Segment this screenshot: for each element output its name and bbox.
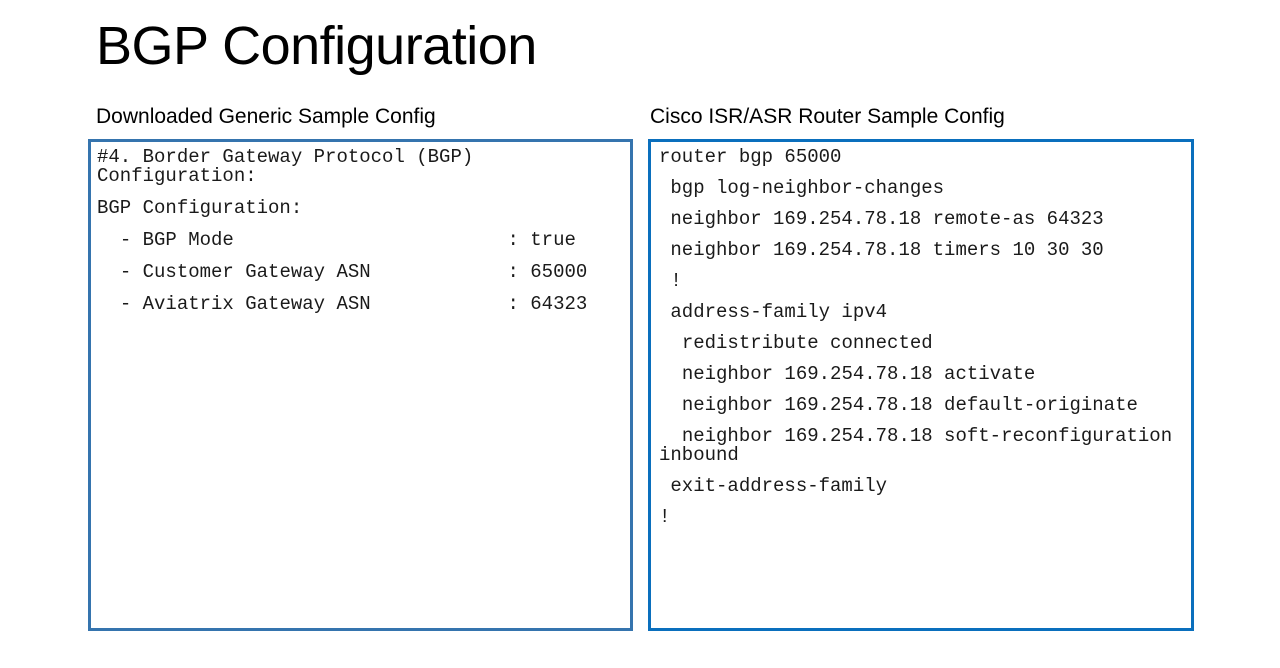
right-column-header: Cisco ISR/ASR Router Sample Config — [650, 105, 1005, 128]
left-column-header: Downloaded Generic Sample Config — [96, 105, 436, 128]
right-config-line: ! — [659, 506, 671, 528]
left-config-line: - Aviatrix Gateway ASN : 64323 — [97, 293, 588, 315]
right-config-box: router bgp 65000 bgp log-neighbor-change… — [648, 139, 1194, 631]
left-config-line: #4. Border Gateway Protocol (BGP) Config… — [97, 146, 485, 187]
right-config-line: neighbor 169.254.78.18 activate — [659, 363, 1036, 385]
right-config-code: router bgp 65000 bgp log-neighbor-change… — [659, 144, 1181, 539]
right-config-line: bgp log-neighbor-changes — [659, 177, 945, 199]
left-config-box: #4. Border Gateway Protocol (BGP) Config… — [88, 139, 633, 631]
right-config-line: neighbor 169.254.78.18 remote-as 64323 — [659, 208, 1104, 230]
left-config-code: #4. Border Gateway Protocol (BGP) Config… — [97, 144, 625, 327]
right-config-line: address-family ipv4 — [659, 301, 888, 323]
right-config-line: redistribute connected — [659, 332, 933, 354]
left-config-line: - BGP Mode : true — [97, 229, 576, 251]
right-config-line: ! — [659, 270, 682, 292]
page-title: BGP Configuration — [96, 16, 537, 76]
right-config-line: router bgp 65000 — [659, 146, 842, 168]
right-config-line: exit-address-family — [659, 475, 888, 497]
left-config-line: BGP Configuration: — [97, 197, 303, 219]
right-config-line: neighbor 169.254.78.18 soft-reconfigurat… — [659, 425, 1184, 466]
right-config-line: neighbor 169.254.78.18 default-originate — [659, 394, 1138, 416]
right-config-line: neighbor 169.254.78.18 timers 10 30 30 — [659, 239, 1104, 261]
left-config-line: - Customer Gateway ASN : 65000 — [97, 261, 588, 283]
